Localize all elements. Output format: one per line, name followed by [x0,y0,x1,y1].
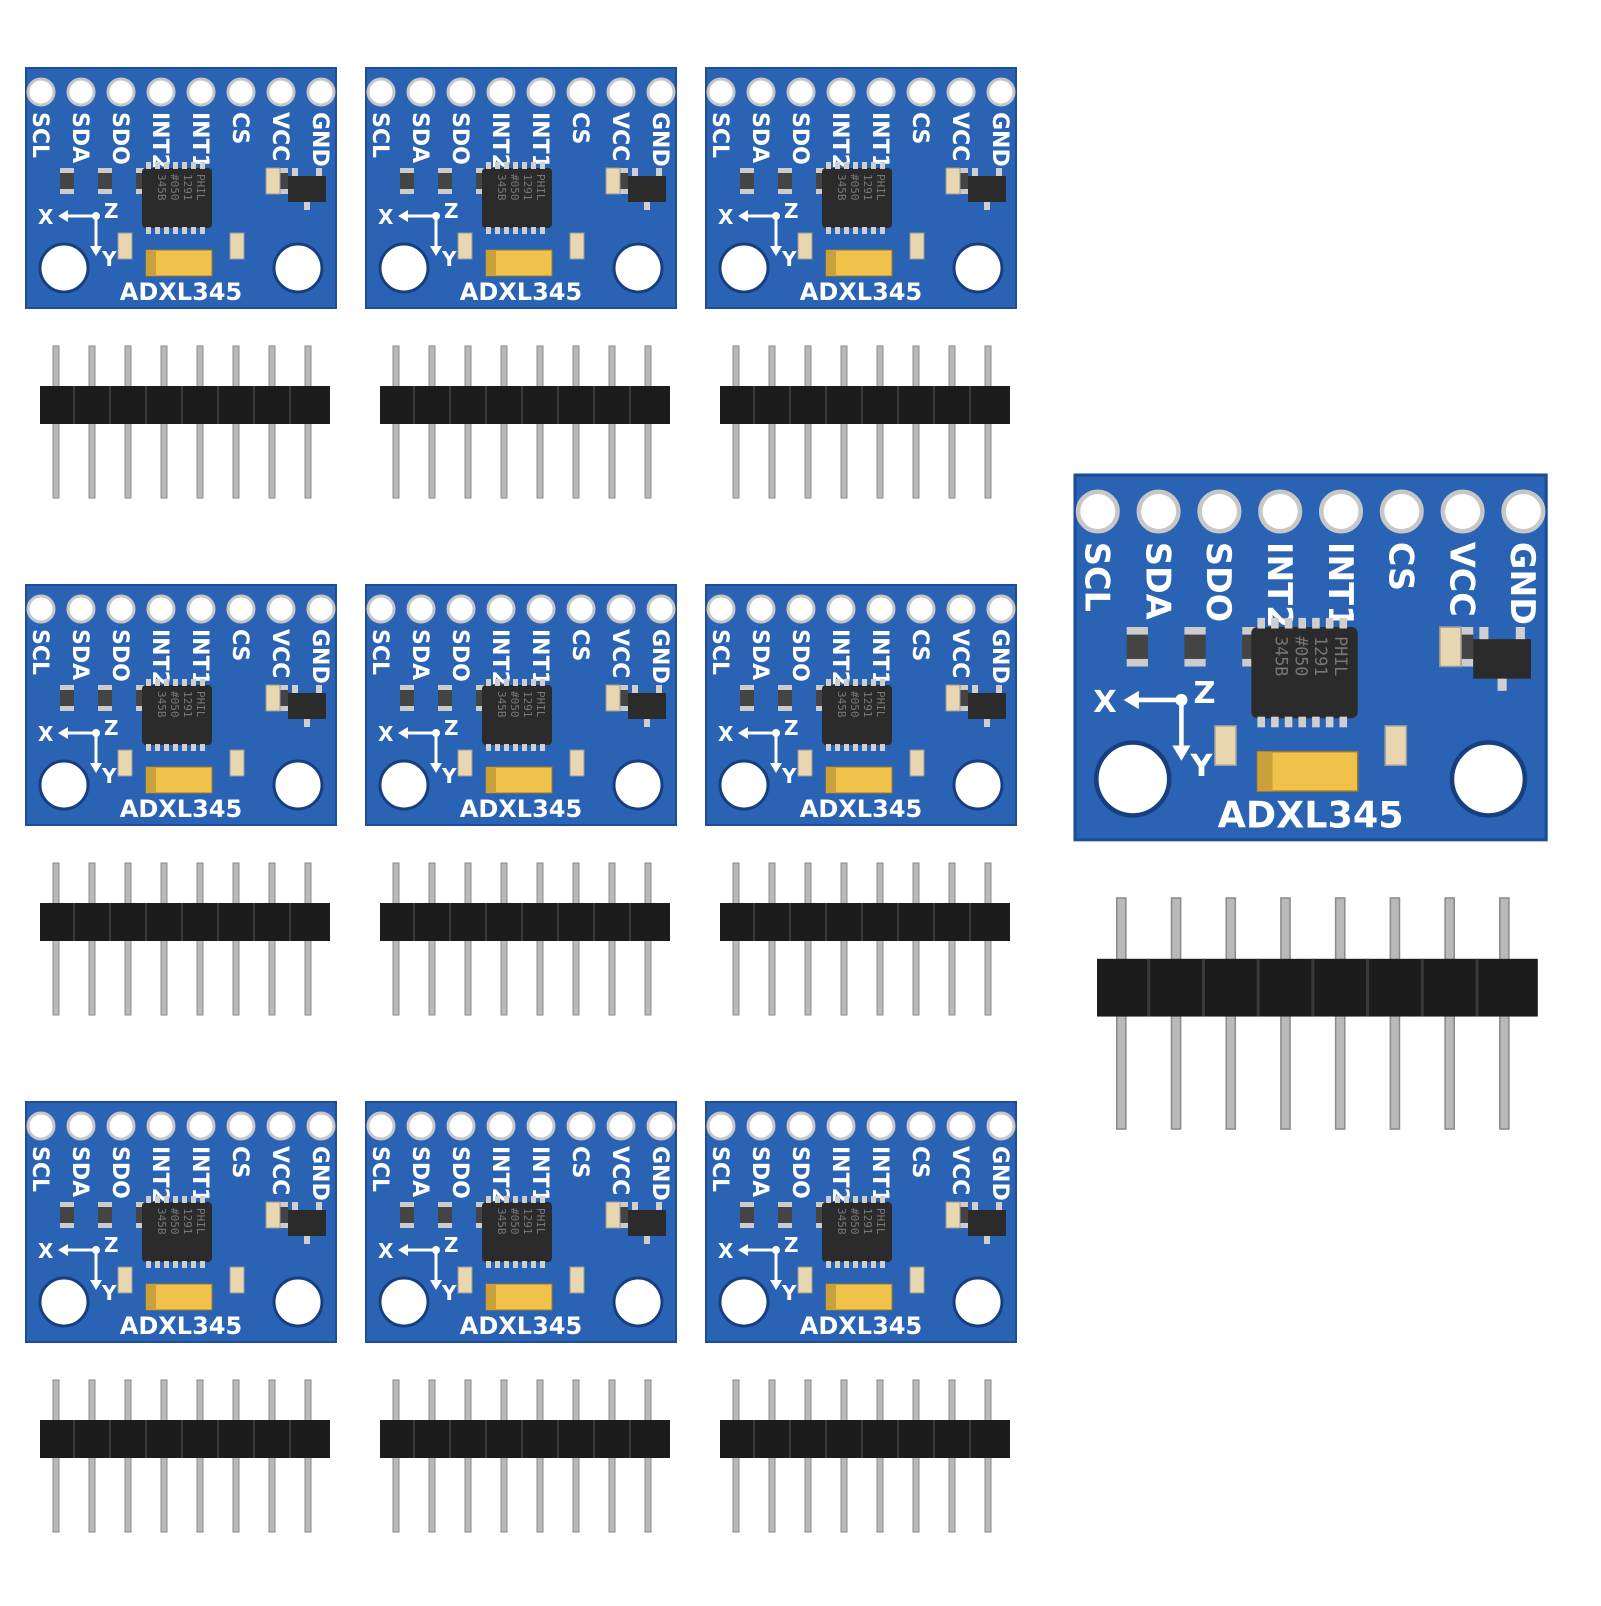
small-board [24,583,338,827]
large-board [1075,475,1546,840]
small-pin-header [39,862,331,1016]
small-board [24,66,338,310]
small-pin-header [719,862,1011,1016]
small-pin-header [719,1379,1011,1533]
small-board [364,1100,678,1344]
small-board [704,66,1018,310]
small-pin-header [379,1379,671,1533]
small-pin-header [39,1379,331,1533]
small-pin-header [379,862,671,1016]
large-pin-header [1095,896,1540,1131]
small-pin-header [379,345,671,499]
small-board [364,66,678,310]
small-board [704,583,1018,827]
small-board [704,1100,1018,1344]
small-board [24,1100,338,1344]
small-pin-header [39,345,331,499]
small-pin-header [719,345,1011,499]
small-board [364,583,678,827]
